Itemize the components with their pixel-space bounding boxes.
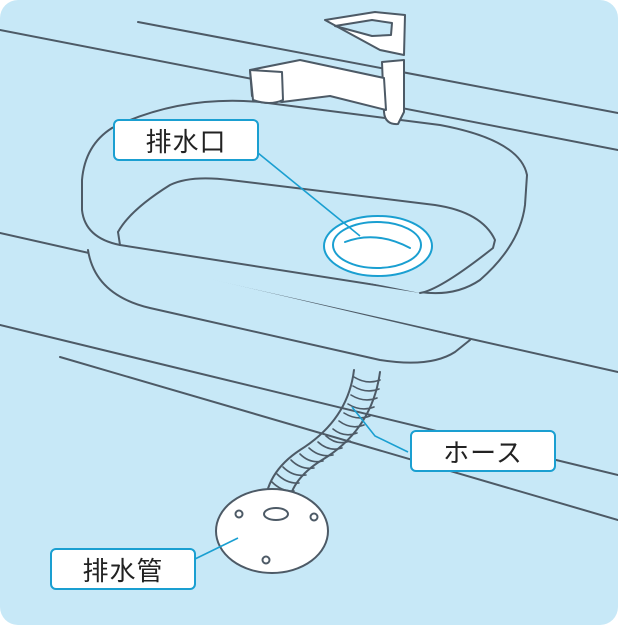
label-hose: ホース <box>410 430 556 472</box>
counter-back-edge-2 <box>137 21 618 114</box>
leader-drain-pipe <box>194 537 239 560</box>
faucet <box>249 11 406 126</box>
floor-edge <box>59 356 618 521</box>
flange-screw <box>261 555 271 565</box>
sink-underside <box>87 249 471 364</box>
leader-hose <box>351 406 409 453</box>
sink-basin-side <box>117 231 121 246</box>
label-drain-outlet: 排水口 <box>113 119 259 161</box>
drain-pipe-flange <box>215 488 329 574</box>
drain-outlet-cap <box>332 221 422 269</box>
drain-outlet-handle <box>344 236 411 249</box>
flange-screw <box>309 512 319 522</box>
flange-screw <box>234 509 244 519</box>
label-drain-pipe: 排水管 <box>50 548 196 590</box>
drain-pipe-opening <box>263 507 289 521</box>
leader-drain-outlet <box>257 152 361 237</box>
